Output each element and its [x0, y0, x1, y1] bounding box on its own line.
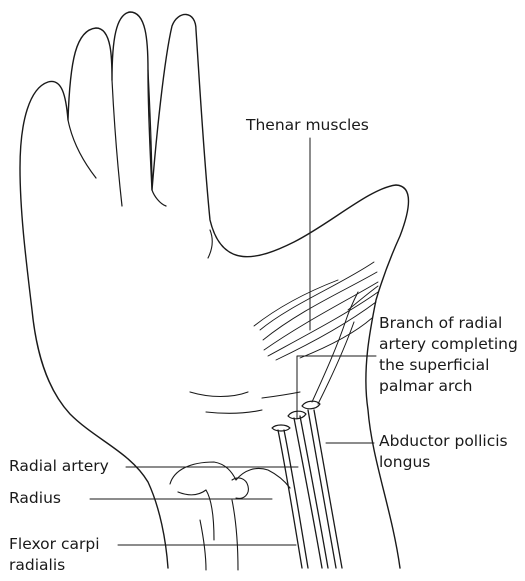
finger-crease-3 [68, 120, 96, 178]
wrist-crease-1 [190, 392, 248, 397]
flexor-label: Flexor carpi radialis [9, 534, 100, 576]
abductor-label-line-2: longus [379, 452, 508, 473]
thenar-muscles-label: Thenar muscles [246, 115, 369, 136]
tendons [278, 410, 342, 568]
branch-label-line-1: Branch of radial [379, 313, 518, 334]
branch-label-line-4: palmar arch [379, 376, 518, 397]
branch-label: Branch of radial artery completing the s… [379, 313, 518, 397]
finger-crease-1 [112, 80, 122, 206]
wrist-crease-2 [206, 410, 262, 413]
scaphoid [232, 478, 248, 498]
flexor-label-line-2: radialis [9, 555, 100, 576]
radius-shaft-1 [232, 500, 238, 570]
branch-label-line-2: artery completing [379, 334, 518, 355]
abductor-label: Abductor pollicis longus [379, 431, 508, 473]
palm-crease [208, 230, 212, 258]
radius-bone [170, 462, 290, 488]
radial-artery-label: Radial artery [9, 456, 109, 477]
radial-artery-branch [312, 292, 358, 402]
branch-label-line-3: the superficial [379, 355, 518, 376]
flexor-label-line-1: Flexor carpi [9, 534, 100, 555]
wrist-crease-3 [262, 392, 300, 398]
radius-label: Radius [9, 488, 61, 509]
abductor-label-line-1: Abductor pollicis [379, 431, 508, 452]
radius-bone-edge [178, 490, 214, 540]
thenar-muscle-fibres [254, 262, 378, 360]
hand-outline [20, 12, 409, 568]
